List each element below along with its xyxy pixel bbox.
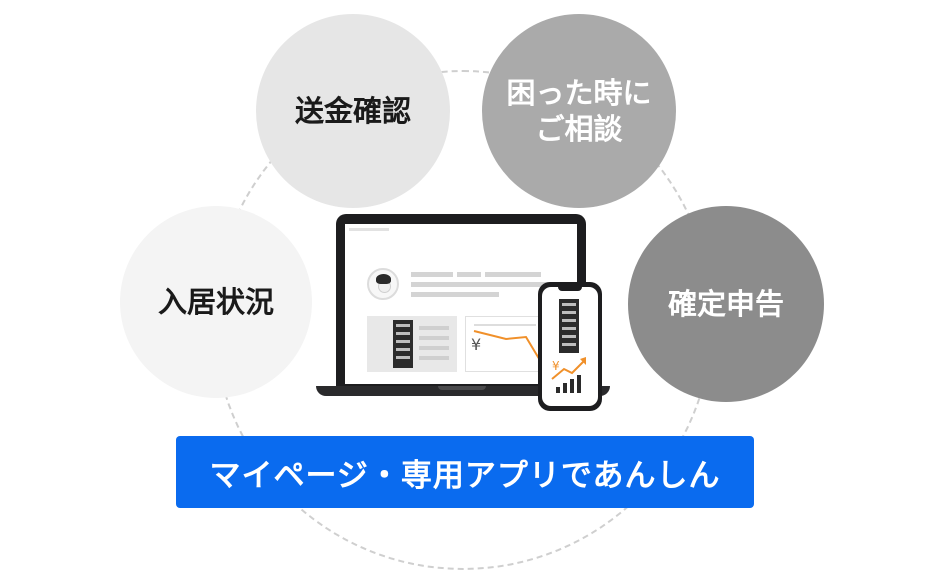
profile-line <box>485 272 541 277</box>
phone-speaker <box>558 287 582 291</box>
circle-occupancy-status: 入居状況 <box>120 206 312 398</box>
smartphone-icon: ¥ <box>538 282 602 411</box>
laptop-base <box>316 386 610 396</box>
service-diagram: 入居状況 送金確認 困った時に ご相談 確定申告 <box>120 14 824 570</box>
avatar-icon <box>367 268 399 300</box>
profile-line <box>411 292 499 297</box>
laptop-hinge <box>438 386 486 390</box>
list-panel <box>367 316 457 372</box>
phone-list <box>559 299 579 353</box>
headline-banner: マイページ・専用アプリであんしん <box>176 436 754 508</box>
yen-icon: ¥ <box>471 335 482 354</box>
laptop-display: ¥ <box>345 224 577 384</box>
profile-line <box>457 272 481 277</box>
circle-tax-return: 確定申告 <box>628 206 824 402</box>
circle-remittance-check: 送金確認 <box>256 14 450 208</box>
profile-line <box>411 272 453 277</box>
circle-consultation: 困った時に ご相談 <box>482 14 676 208</box>
phone-display: ¥ <box>542 287 598 406</box>
yen-icon: ¥ <box>552 359 560 373</box>
profile-line <box>411 282 561 287</box>
laptop-topbar <box>349 228 389 231</box>
bar-chart-icon <box>551 357 586 393</box>
